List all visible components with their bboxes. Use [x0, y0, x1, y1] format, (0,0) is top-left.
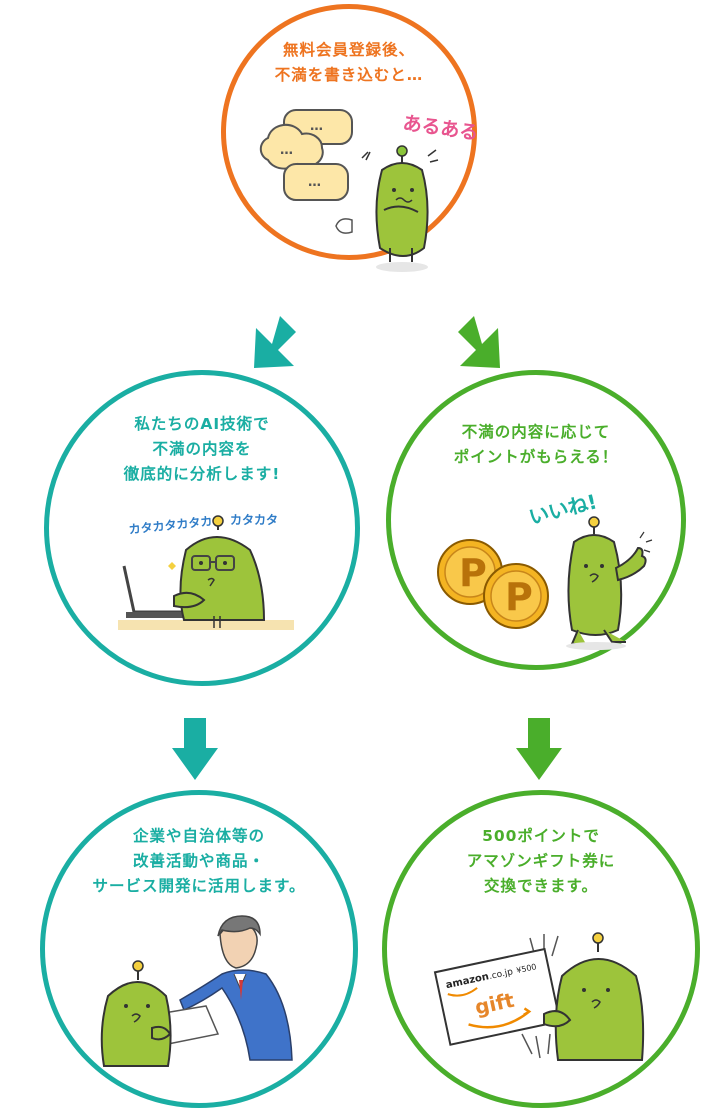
mascot-thumbsup-illustration — [566, 516, 653, 650]
step-usage-circle — [40, 790, 358, 1108]
arrow-to-reward-icon — [516, 718, 562, 780]
bubble-dots-3: … — [308, 175, 321, 190]
coin-letter-2: P — [505, 575, 533, 619]
iine-exclaim-text: いいね! — [526, 489, 599, 529]
card-value-text: ¥500 — [516, 962, 538, 975]
coin-letter-1: P — [459, 551, 487, 595]
mascot-handing-document-illustration — [100, 915, 293, 1067]
step-signup-text: 無料会員登録後、 不満を書き込むと… — [274, 41, 424, 84]
arrow-to-analysis-icon — [254, 316, 296, 368]
bubble-dots-2: … — [280, 143, 293, 158]
arrow-to-points-icon — [458, 316, 500, 368]
card-domain-text: .co.jp — [488, 967, 514, 982]
speech-bubbles-illustration: … … … — [259, 109, 353, 201]
step-analysis-circle — [44, 370, 360, 686]
mascot-illustration — [335, 145, 439, 272]
svg-text:カタカタ: カタカタ — [230, 513, 278, 527]
mascot-typing-illustration — [118, 515, 294, 630]
coin-icons: P P — [437, 539, 549, 629]
bubble-dots-1: … — [310, 119, 323, 134]
typing-sound-text: カタカタカタカ カタカタ — [128, 513, 278, 537]
arrow-to-usage-icon — [172, 718, 218, 780]
step-analysis-text: 私たちのAI技術で 不満の内容を 徹底的に分析します! — [123, 415, 281, 483]
step-usage-text: 企業や自治体等の 改善活動や商品・ サービス開発に活用します。 — [92, 827, 306, 895]
step-reward-text: 500ポイントで アマゾンギフト券に 交換できます。 — [466, 827, 616, 895]
amazon-gift-card-illustration: amazon .co.jp ¥500 gift — [433, 932, 645, 1061]
step-points-text: 不満の内容に応じて ポイントがもらえる！ — [453, 423, 619, 466]
aruaru-exclaim-text: あるある — [401, 112, 479, 144]
